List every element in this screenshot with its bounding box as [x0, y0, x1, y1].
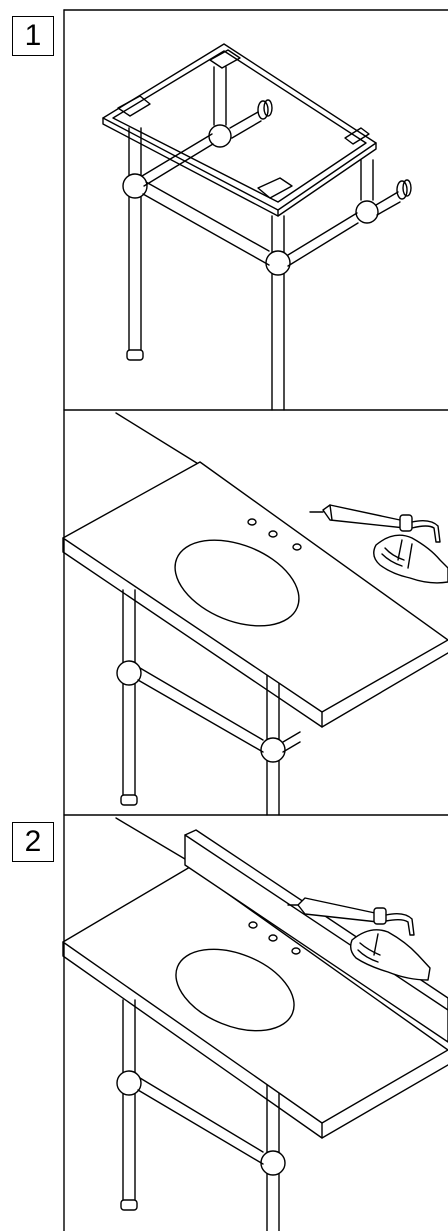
- panel-1-stand: [102, 43, 412, 411]
- panel-2-countertop: [62, 412, 448, 816]
- caulk-gun-icon: [309, 504, 441, 543]
- step-number-1: 1: [12, 16, 54, 56]
- panel-frames: [63, 9, 448, 1231]
- caulk-gun-icon: [287, 897, 415, 936]
- step-number-2: 2: [12, 822, 54, 862]
- gloved-hand-icon: [373, 534, 448, 584]
- panel-3-backsplash: [62, 817, 448, 1231]
- gloved-hand-icon: [349, 929, 431, 981]
